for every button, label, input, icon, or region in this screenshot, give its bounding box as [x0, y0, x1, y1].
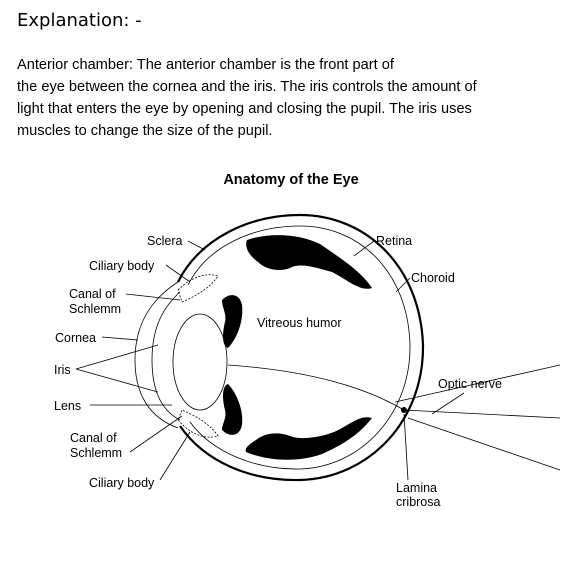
choroid-outline — [187, 225, 411, 470]
cornea-inner — [151, 291, 181, 421]
leader-lamina — [403, 413, 409, 481]
leader-choroid — [395, 277, 411, 293]
retina-top-shape — [246, 235, 372, 289]
leader-ciliary-body-top — [165, 264, 191, 283]
paragraph-line: the eye between the cornea and the iris.… — [17, 79, 477, 95]
iris-upper-shape — [222, 295, 243, 348]
leader-retina — [353, 240, 375, 257]
label-canal-schlemm-top-line1: Canal of — [69, 287, 116, 301]
paragraph-line: muscles to change the size of the pupil. — [17, 123, 273, 139]
label-cornea: Cornea — [55, 331, 96, 345]
lamina-cribrosa-point — [401, 407, 407, 413]
label-lamina-line2: cribrosa — [396, 495, 441, 509]
leader-ciliary-body-bottom — [159, 431, 191, 481]
leader-sclera — [187, 240, 206, 251]
label-canal-schlemm-bottom-line2: Schlemm — [70, 446, 122, 460]
label-vitreous-humor: Vitreous humor — [257, 316, 342, 330]
leader-canal-schlemm-bottom — [129, 415, 183, 453]
sclera-outline — [177, 213, 425, 482]
label-retina: Retina — [376, 234, 412, 248]
label-ciliary-body-bottom: Ciliary body — [89, 476, 155, 490]
label-choroid: Choroid — [411, 271, 455, 285]
paragraph-line: light that enters the eye by opening and… — [17, 101, 472, 117]
leader-cornea — [101, 336, 139, 341]
label-ciliary-body-top: Ciliary body — [89, 259, 155, 273]
retina-bottom-shape — [245, 417, 372, 460]
ciliary-body-upper — [177, 274, 219, 303]
leader-lines — [75, 240, 465, 481]
label-iris: Iris — [54, 363, 71, 377]
leader-canal-schlemm-top — [125, 293, 181, 301]
eye-anatomy-diagram: Anatomy of the Eye Sclera Ciliary body C… — [54, 172, 561, 509]
optic-nerve-shape — [394, 364, 561, 471]
vitreous-line — [227, 364, 405, 411]
label-lamina-line1: Lamina — [396, 481, 437, 495]
explanation-paragraph: Anterior chamber: The anterior chamber i… — [17, 54, 562, 142]
leader-optic-nerve — [431, 392, 465, 415]
label-canal-schlemm-bottom-line1: Canal of — [70, 431, 117, 445]
label-sclera: Sclera — [147, 234, 182, 248]
iris-lower-shape — [222, 384, 243, 435]
ciliary-body-lower — [177, 409, 219, 438]
paragraph-line: Anterior chamber: The anterior chamber i… — [17, 57, 394, 73]
label-canal-schlemm-top-line2: Schlemm — [69, 302, 121, 316]
cornea-outline — [134, 281, 179, 429]
diagram-title: Anatomy of the Eye — [223, 172, 358, 188]
explanation-heading: Explanation: - — [17, 10, 142, 31]
leader-iris-lower — [75, 368, 159, 393]
label-optic-nerve: Optic nerve — [438, 377, 502, 391]
label-lens: Lens — [54, 399, 81, 413]
leader-iris-upper — [75, 344, 159, 370]
lens-shape — [172, 313, 228, 411]
